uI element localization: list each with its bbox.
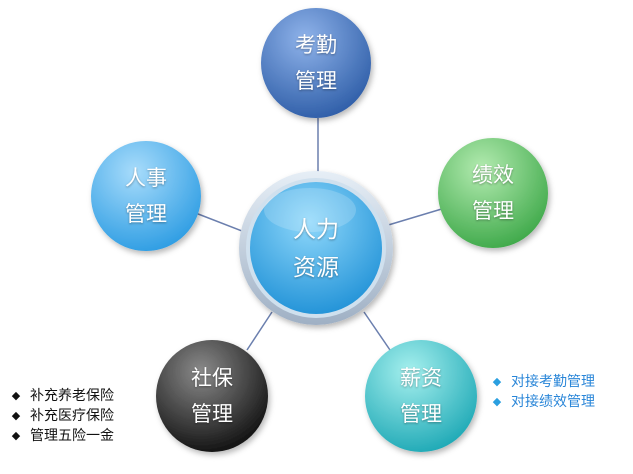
hub-label-line-2: 资源	[293, 255, 339, 281]
hub-label-line-1: 人力	[293, 217, 339, 243]
node-personnel: 人事 管理	[91, 141, 201, 251]
note-text: 管理五险一金	[30, 428, 114, 444]
node-social-security: 社保 管理	[156, 340, 268, 452]
node-performance-label-line-1: 绩效	[472, 163, 514, 187]
list-item: ◆ 对接考勤管理	[489, 372, 595, 392]
note-text: 对接考勤管理	[511, 374, 595, 390]
node-personnel-circle	[91, 141, 201, 251]
node-payroll-label-line-2: 管理	[400, 402, 442, 426]
node-social-security-circle	[156, 340, 268, 452]
list-item: ◆ 管理五险一金	[8, 426, 114, 446]
node-social-security-label-line-1: 社保	[191, 366, 233, 390]
node-attendance: 考勤 管理	[261, 8, 371, 118]
blue-diamond-icon: ◆	[492, 375, 502, 388]
node-performance-label-line-2: 管理	[472, 199, 514, 223]
hub-circle	[250, 182, 382, 314]
blue-diamond-icon: ◆	[492, 395, 502, 408]
node-payroll: 薪资 管理	[365, 340, 477, 452]
black-diamond-icon: ◆	[11, 409, 21, 422]
hub-node: 人力 资源	[239, 171, 393, 325]
hub-highlight	[264, 188, 356, 232]
node-social-security-label-line-2: 管理	[191, 402, 233, 426]
note-text: 对接绩效管理	[511, 394, 595, 410]
list-item: ◆ 对接绩效管理	[489, 392, 595, 412]
node-personnel-label-line-1: 人事	[125, 166, 167, 190]
list-item: ◆ 补充养老保险	[8, 386, 114, 406]
social-security-notes: ◆ 补充养老保险 ◆ 补充医疗保险 ◆ 管理五险一金	[8, 386, 114, 446]
connector-performance	[384, 207, 446, 227]
list-item: ◆ 补充医疗保险	[8, 406, 114, 426]
payroll-notes: ◆ 对接考勤管理 ◆ 对接绩效管理	[489, 372, 595, 412]
node-attendance-label-line-1: 考勤	[295, 33, 337, 57]
node-payroll-label-line-1: 薪资	[400, 366, 442, 390]
black-diamond-icon: ◆	[11, 389, 21, 402]
note-text: 补充养老保险	[30, 388, 114, 404]
node-performance: 绩效 管理	[438, 138, 548, 248]
note-text: 补充医疗保险	[30, 408, 114, 424]
connector-payroll	[363, 311, 391, 351]
node-payroll-circle	[365, 340, 477, 452]
node-performance-circle	[438, 138, 548, 248]
node-attendance-circle	[261, 8, 371, 118]
connector-social-security	[246, 311, 273, 351]
node-personnel-label-line-2: 管理	[125, 202, 167, 226]
node-attendance-label-line-2: 管理	[295, 69, 337, 93]
black-diamond-icon: ◆	[11, 429, 21, 442]
